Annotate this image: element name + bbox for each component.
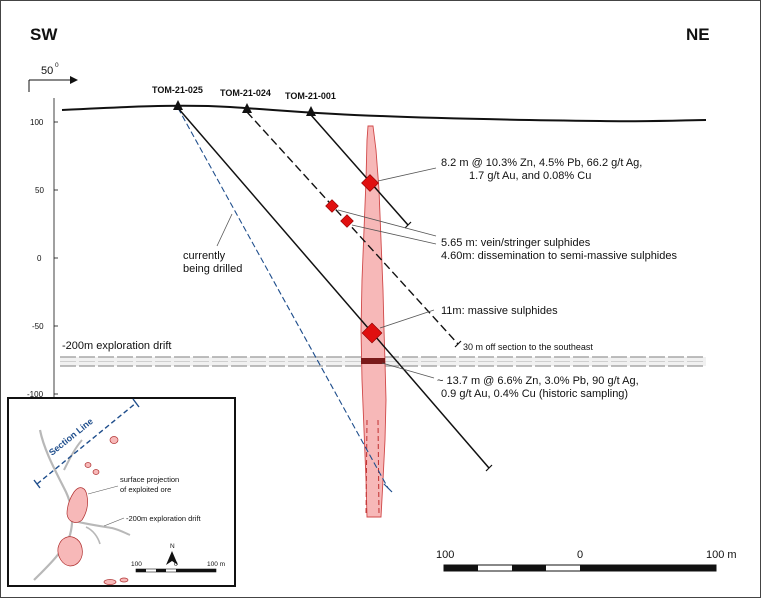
drillhole-label-tom-21-025: TOM-21-025 [152,85,203,95]
intercept-marker-tom-21-024-vein [325,199,339,213]
intercept-001-label-line1: 8.2 m @ 10.3% Zn, 4.5% Pb, 66.2 g/t Ag, [441,157,642,169]
inset-ore-label-line1: surface projection [120,475,179,484]
intercept-marker-tom-21-001 [361,174,379,192]
historic-drift-intersection [361,358,385,364]
inset-scale-segment [156,569,166,572]
inset-ore-label-line2: of exploited ore [120,485,171,494]
elevation-axis: 100 50 0 -50 -100 [27,98,58,400]
inset-road [85,526,101,545]
drilling-status-line2: being drilled [183,263,242,275]
ne-label: NE [686,25,710,44]
drilling-status-line1: currently [183,250,226,262]
drill-trace-end-cap [383,483,393,493]
inset-scale-mid: 0 [174,561,178,568]
scale-bar-segment [444,565,478,571]
arrow-right-icon [70,76,78,84]
inset-ore-body [92,469,100,475]
scale-bar-label-left: 100 [436,549,454,561]
elevation-tick-label: -50 [32,322,44,331]
leader-line [351,224,437,245]
leader-line [216,213,233,247]
ore-zone [360,125,387,518]
scale-bar-segment [580,565,716,571]
drillhole-trace-tom-21-001 [310,114,409,226]
inset-ore-body [109,436,119,444]
inset-scale-segment [136,569,146,572]
intercept-marker-tom-21-024-dissem [340,214,354,228]
offset-note: 30 m off section to the southeast [463,342,593,352]
drillhole-label-tom-21-024: TOM-21-024 [220,88,271,98]
scale-bar-label-mid: 0 [577,549,583,561]
azimuth-indicator: 50 0 [28,62,78,92]
intercept-024-label-line2: 4.60m: dissemination to semi-massive sul… [441,250,677,262]
collar-triangle-icon [242,103,252,113]
leader-line [379,309,435,329]
scale-bar-segment [512,565,546,571]
inset-section-line [36,402,137,485]
drillhole-label-tom-21-001: TOM-21-001 [285,91,336,101]
leader-line [337,209,437,237]
inset-leader-line [87,485,119,495]
azimuth-value: 50 [41,65,53,77]
drill-trace-in-progress [177,107,389,489]
inset-road [69,519,131,536]
collar-triangle-icon [173,100,183,110]
intercept-marker-tom-21-025 [361,322,383,344]
inset-leader-line [103,517,125,527]
scale-bar-label-right: 100 m [706,549,737,561]
drill-trace-end-cap [404,221,412,229]
azimuth-degree: 0 [55,62,59,69]
inset-ore-body [57,536,83,567]
collar-triangle-icon [306,106,316,116]
inset-ore-body [119,577,129,583]
inset-ore-body [103,579,117,585]
intercept-024-label-line1: 5.65 m: vein/stringer sulphides [441,237,591,249]
north-arrow-icon [166,551,178,565]
elevation-tick-label: 100 [30,118,44,127]
inset-scale-right: 100 m [207,561,225,568]
scale-bar: 100 0 100 m [436,549,737,572]
intercept-001-label-line2: 1.7 g/t Au, and 0.08% Cu [469,170,591,182]
inset-road [63,439,83,471]
inset-drift-label: -200m exploration drift [126,514,202,523]
drillhole-trace-tom-21-024 [246,111,459,345]
leader-line [381,362,435,379]
inset-scale-segment [176,569,216,572]
inset-ore-body [84,462,92,468]
inset-section-line-cap [33,479,41,489]
inset-scale-left: 100 [131,561,142,568]
drillhole-trace-tom-21-025 [177,107,490,469]
sw-label: SW [30,25,58,44]
inset-map-frame [7,397,236,587]
intercept-025-label: 11m: massive sulphides [441,305,558,317]
drift-label: -200m exploration drift [62,340,171,352]
elevation-tick-label: -100 [27,390,44,399]
inset-ore-body [66,487,88,523]
inset-north-label: N [170,543,175,550]
elevation-tick-label: 50 [35,186,44,195]
elevation-tick-label: 0 [37,254,42,263]
drill-trace-end-cap [485,464,493,472]
drill-trace-end-cap [454,340,462,348]
inset-map: Section Line surface projection of explo… [7,397,236,587]
inset-section-line-cap [132,398,140,408]
topographic-surface [61,104,707,123]
leader-line [377,167,437,182]
historic-intercept-line1: ~ 13.7 m @ 6.6% Zn, 3.0% Pb, 90 g/t Ag, [437,375,639,387]
historic-intercept-line2: 0.9 g/t Au, 0.4% Cu (historic sampling) [441,388,628,400]
